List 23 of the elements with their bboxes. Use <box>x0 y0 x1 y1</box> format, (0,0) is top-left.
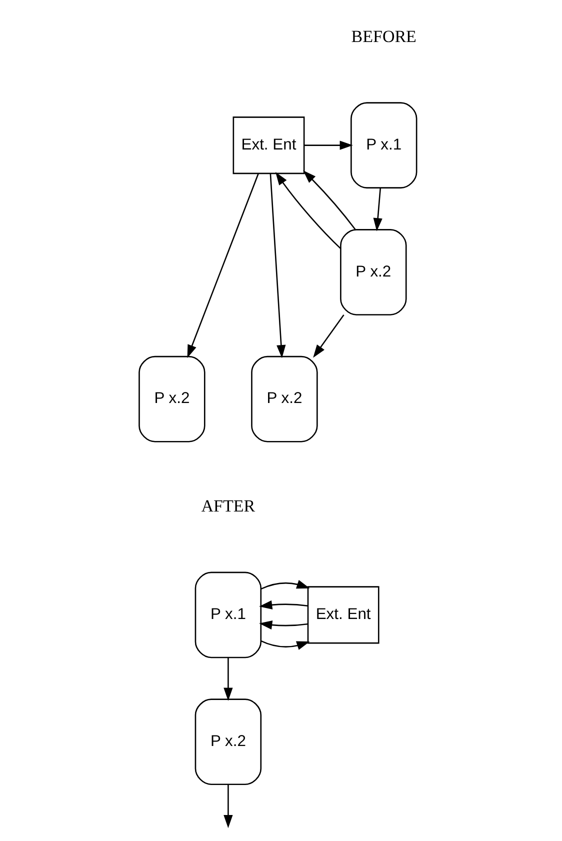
arrow <box>304 140 352 150</box>
node-box: P x.2 <box>194 698 262 786</box>
arrow <box>258 620 308 630</box>
label: AFTER <box>200 496 255 516</box>
arrow <box>258 600 308 610</box>
arrow <box>260 580 310 590</box>
arrow <box>312 314 344 358</box>
label: BEFORE <box>350 26 416 46</box>
arrow <box>302 170 356 230</box>
arrow <box>223 784 232 828</box>
node-box: Ext. Ent <box>306 586 379 644</box>
arrow <box>372 188 382 232</box>
arrow <box>186 173 258 358</box>
node-box: P x.1 <box>194 572 262 658</box>
arrow <box>274 172 341 250</box>
arrow <box>260 640 310 650</box>
node-box: P x.2 <box>250 356 318 442</box>
node-box: P x.2 <box>340 229 406 316</box>
node-box: P x.2 <box>138 356 205 442</box>
node-box: Ext. Ent <box>232 116 304 174</box>
node-box: P x.1 <box>350 102 417 188</box>
arrow <box>269 173 286 358</box>
arrow <box>223 658 232 701</box>
